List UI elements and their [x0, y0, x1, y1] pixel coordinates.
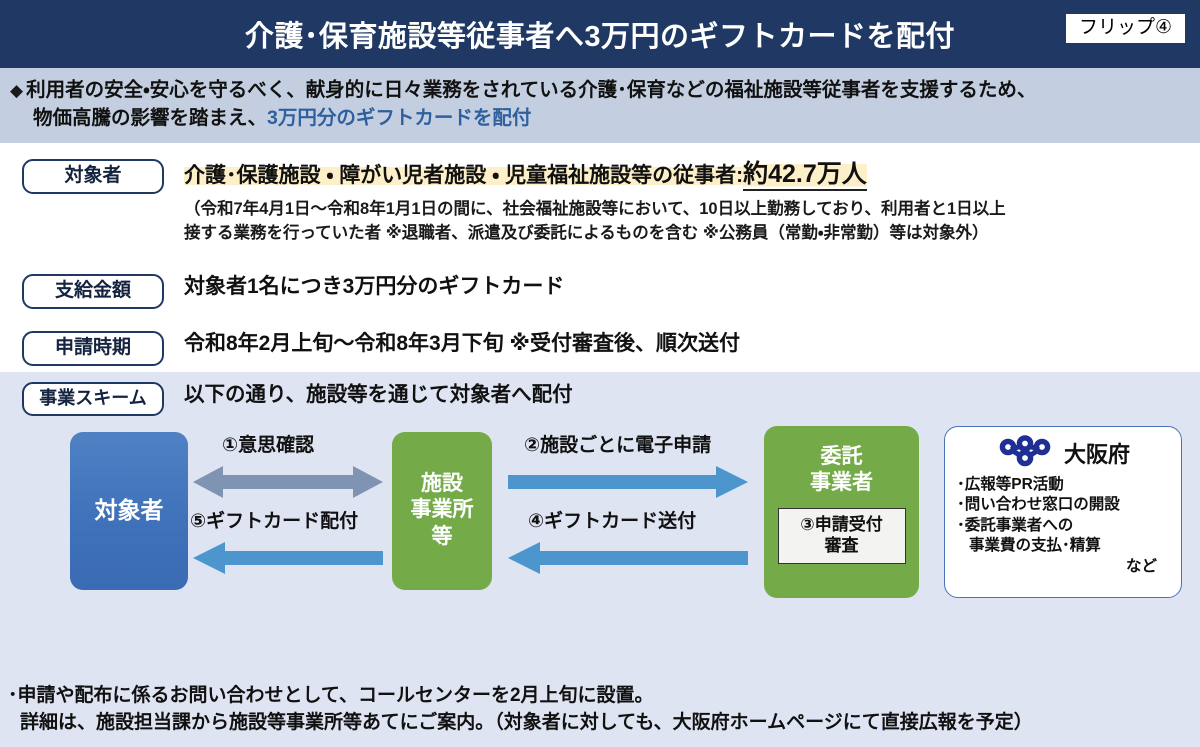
footer-notes: ･申請や配布に係るお問い合わせとして、コールセンターを2月上旬に設置。 詳細は、… [0, 678, 1200, 747]
intro-line-1: ◆利用者の安全・安心を守るべく、献身的に日々業務をされている介護･保育などの福祉… [10, 77, 1188, 105]
tag-amount: 支給金額 [22, 274, 164, 309]
intro-text-1: 利用者の安全・安心を守るべく、献身的に日々業務をされている介護･保育などの福祉施… [26, 79, 1037, 101]
row-target-main: 介護･保護施設 ・ 障がい児者施設 ・ 児童福祉施設等の従事者:約42.7万人 [184, 159, 1200, 192]
intro-line-2: 物価高騰の影響を踏まえ、3万円分のギフトカードを配付 [10, 105, 1188, 133]
diamond-bullet-icon: ◆ [10, 81, 24, 100]
footer-line-2: 詳細は、施設担当課から施設等事業所等あてにご案内。（対象者に対しても、大阪府ホー… [20, 711, 1033, 733]
footer-line-1: ･申請や配布に係るお問い合わせとして、コールセンターを2月上旬に設置。 [8, 684, 654, 706]
diagram-node-target-label: 対象者 [94, 497, 164, 524]
arrow-label-1: ①意思確認 [222, 434, 315, 456]
page-header: 介護･保育施設等従事者へ3万円のギフトカードを配付 フリップ④ [0, 0, 1200, 68]
osaka-item-4: など [1125, 557, 1157, 575]
intro-text-2-prefix: 物価高騰の影響を踏まえ、 [33, 106, 268, 129]
diagram-node-target: 対象者 [70, 431, 188, 590]
row-target-main-text: 介護･保護施設 ・ 障がい児者施設 ・ 児童福祉施設等の従事者: [184, 164, 744, 188]
diagram-node-facility: 施設 事業所 等 [392, 431, 492, 590]
row-amount: 支給金額 対象者1名につき3万円分のギフトカード [0, 274, 1200, 309]
osaka-prefecture-name: 大阪府 [1063, 442, 1130, 467]
scheme-diagram: 対象者 施設 事業所 等 委託 事業者 ③申請受付 審査 [0, 424, 1200, 614]
osaka-item-1: ･問い合わせ窓口の開設 [957, 496, 1120, 514]
arrow-label-4: ④ギフトカード送付 [528, 510, 697, 532]
arrow-left-giftcard-send [508, 541, 748, 580]
osaka-item-0: ･広報等PR活動 [957, 475, 1064, 493]
arrow-right-eapplication [508, 464, 748, 505]
tag-scheme: 事業スキーム [22, 381, 164, 416]
diagram-node-facility-line1: 施設 [421, 472, 463, 496]
flip-badge: フリップ④ [1064, 13, 1186, 44]
diagram-node-contractor: 委託 事業者 ③申請受付 審査 [764, 425, 919, 598]
osaka-prefecture-logo-icon [998, 434, 1052, 472]
row-period-main: 令和8年2月上旬～令和8年3月下旬 ※受付審査後、順次送付 [184, 331, 740, 355]
page-title: 介護･保育施設等従事者へ3万円のギフトカードを配付 [244, 21, 956, 53]
diagram-node-contractor-line1: 委託 [820, 444, 863, 468]
intro-text-2-accent: 3万円分のギフトカードを配付 [267, 106, 532, 129]
diagram-node-contractor-inner: ③申請受付 審査 [777, 507, 906, 565]
diagram-node-contractor-line2: 事業者 [810, 470, 873, 494]
tag-period: 申請時期 [22, 330, 164, 366]
row-target-body: 介護･保護施設 ・ 障がい児者施設 ・ 児童福祉施設等の従事者:約42.7万人 … [164, 159, 1200, 246]
diagram-node-osaka: 大阪府 ･広報等PR活動 ･問い合わせ窓口の開設 ･委託事業者への 事業費の支払… [944, 425, 1182, 598]
arrow-label-5: ⑤ギフトカード配付 [190, 510, 359, 532]
row-period-body: 令和8年2月上旬～令和8年3月下旬 ※受付審査後、順次送付 [164, 331, 1200, 357]
row-scheme-body: 以下の通り、施設等を通じて対象者へ配付 [164, 382, 1200, 408]
row-amount-main: 対象者1名につき3万円分のギフトカード [184, 275, 565, 299]
row-target-note-2: 接する業務を行っていた者 ※退職者、派遣及び委託によるものを含む ※公務員（常勤… [184, 224, 989, 243]
diagram-node-facility-line3: 等 [431, 524, 453, 548]
arrow-label-2: ②施設ごとに電子申請 [524, 434, 712, 456]
details-section: 対象者 介護･保護施設 ・ 障がい児者施設 ・ 児童福祉施設等の従事者:約42.… [0, 143, 1200, 372]
contractor-inner-line1: ③申請受付 [800, 514, 883, 534]
row-target: 対象者 介護･保護施設 ・ 障がい児者施設 ・ 児童福祉施設等の従事者:約42.… [0, 159, 1200, 246]
diagram-node-facility-line2: 事業所 [410, 498, 474, 522]
osaka-item-3: 事業費の支払･精算 [969, 537, 1101, 555]
row-amount-body: 対象者1名につき3万円分のギフトカード [164, 274, 1200, 300]
osaka-header: 大阪府 [957, 434, 1171, 472]
osaka-item-2: ･委託事業者への [957, 516, 1074, 534]
row-scheme: 事業スキーム 以下の通り、施設等を通じて対象者へ配付 [0, 381, 1200, 416]
scheme-section: 事業スキーム 以下の通り、施設等を通じて対象者へ配付 対象者 施設 事業所 等 … [0, 371, 1200, 679]
arrow-left-giftcard-deliver [193, 541, 383, 580]
osaka-activity-list: ･広報等PR活動 ･問い合わせ窓口の開設 ･委託事業者への 事業費の支払･精算 … [957, 475, 1171, 578]
arrow-double-confirm [193, 464, 383, 505]
row-target-note-1: （令和7年4月1日～令和8年1月1日の間に、社会福祉施設等において、10日以上勤… [184, 199, 1006, 218]
row-target-count: 約42.7万人 [743, 160, 867, 192]
intro-band: ◆利用者の安全・安心を守るべく、献身的に日々業務をされている介護･保育などの福祉… [0, 68, 1200, 144]
contractor-inner-line2: 審査 [824, 536, 859, 556]
tag-target: 対象者 [22, 159, 164, 195]
row-period: 申請時期 令和8年2月上旬～令和8年3月下旬 ※受付審査後、順次送付 [0, 330, 1200, 366]
row-scheme-main: 以下の通り、施設等を通じて対象者へ配付 [184, 382, 573, 406]
